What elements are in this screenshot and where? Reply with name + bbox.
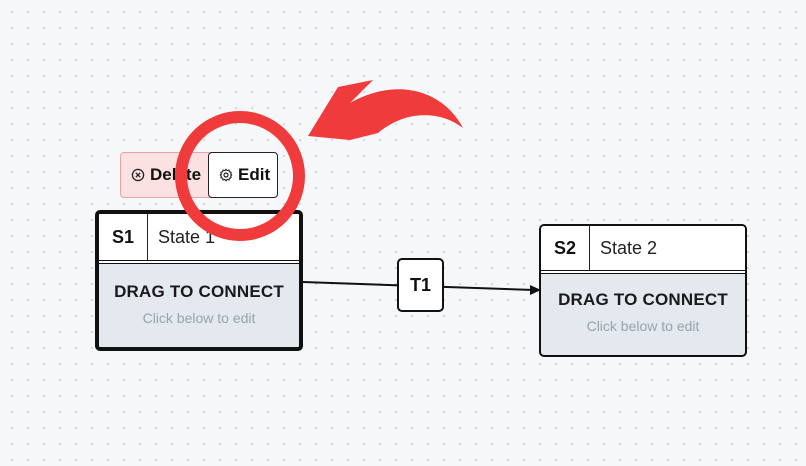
transition-label-t1[interactable]: T1: [397, 258, 444, 312]
node-name[interactable]: State 2: [600, 237, 658, 258]
node-name[interactable]: State 1: [158, 226, 216, 247]
edit-hint: Click below to edit: [586, 318, 700, 334]
edit-hint: Click below to edit: [142, 310, 256, 326]
node-drag-handle[interactable]: DRAG TO CONNECT Click below to edit: [541, 274, 745, 334]
node-toolbar: Delete Edit: [120, 152, 278, 198]
state-node-s2[interactable]: S2 State 2 DRAG TO CONNECT Click below t…: [539, 224, 747, 357]
node-id: S2: [541, 226, 590, 270]
node-id: S1: [99, 214, 148, 260]
state-node-s1[interactable]: S1 State 1 DRAG TO CONNECT Click below t…: [95, 210, 303, 351]
delete-button[interactable]: Delete: [120, 152, 212, 198]
gear-icon: [219, 168, 233, 182]
circle-x-icon: [131, 168, 145, 182]
curved-arrow-icon: [308, 80, 463, 140]
node-header: S2 State 2: [541, 226, 745, 274]
drag-to-connect-label: DRAG TO CONNECT: [114, 282, 284, 301]
drag-to-connect-label: DRAG TO CONNECT: [558, 290, 728, 309]
edit-button-label: Edit: [238, 165, 271, 184]
node-drag-handle[interactable]: DRAG TO CONNECT Click below to edit: [99, 264, 299, 326]
node-header: S1 State 1: [99, 214, 299, 264]
delete-button-label: Delete: [150, 165, 202, 184]
edit-button[interactable]: Edit: [208, 152, 278, 198]
